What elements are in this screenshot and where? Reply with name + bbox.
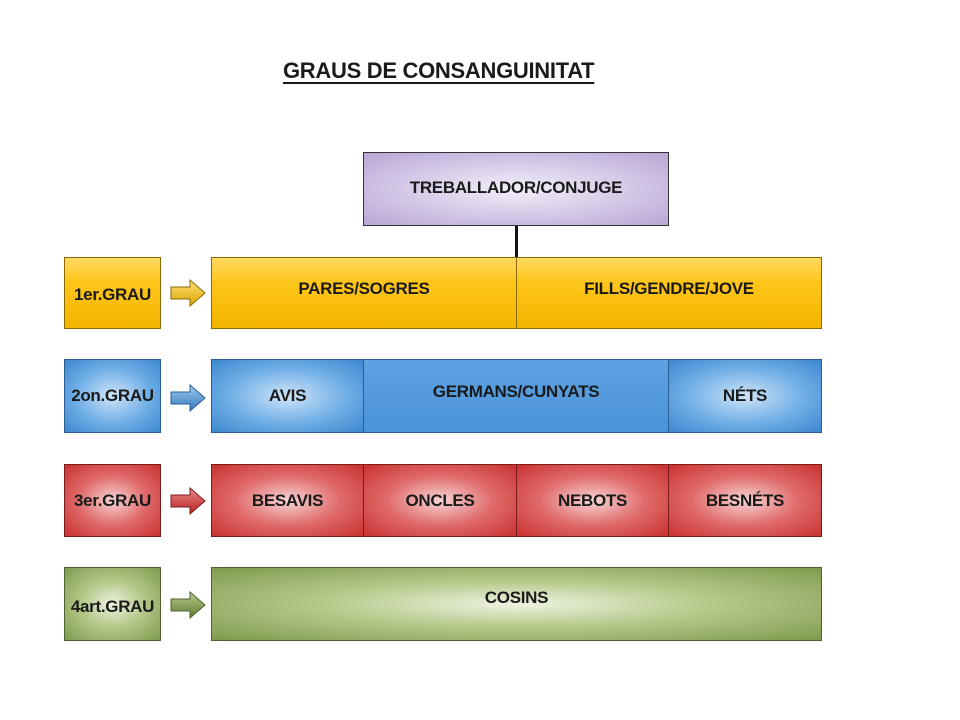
arrow-icon-4 xyxy=(170,591,206,619)
level3-item-besnets: BESNÉTS xyxy=(668,464,822,537)
grade-label-3: 3er.GRAU xyxy=(64,464,161,537)
grade-label-2: 2on.GRAU xyxy=(64,359,161,433)
arrow-icon-1 xyxy=(170,279,206,307)
grade-text-2: 2on.GRAU xyxy=(71,386,154,405)
item-label: BESNÉTS xyxy=(705,490,785,510)
root-box: TREBALLADOR/CONJUGE xyxy=(363,152,669,226)
level2-item-nets: NÉTS xyxy=(668,359,822,433)
level1-item-pares: PARES/SOGRES xyxy=(211,257,517,329)
item-label: GERMANS/CUNYATS xyxy=(432,382,600,401)
grade-label-1: 1er.GRAU xyxy=(64,257,161,329)
level1-item-fills: FILLS/GENDRE/JOVE xyxy=(516,257,822,329)
item-label: FILLS/GENDRE/JOVE xyxy=(584,279,754,298)
item-label: PARES/SOGRES xyxy=(298,279,430,298)
level3-item-nebots: NEBOTS xyxy=(516,464,669,537)
root-connector xyxy=(515,226,518,258)
level3-item-besavis: BESAVIS xyxy=(211,464,364,537)
item-label: ONCLES xyxy=(405,490,475,510)
grade-label-4: 4art.GRAU xyxy=(64,567,161,641)
arrow-icon-2 xyxy=(170,384,206,412)
diagram-title: GRAUS DE CONSANGUINITAT xyxy=(283,58,595,83)
arrow-icon-3 xyxy=(170,487,206,515)
level2-item-avis: AVIS xyxy=(211,359,364,433)
item-label: NEBOTS xyxy=(557,490,628,510)
grade-text-3: 3er.GRAU xyxy=(74,490,151,510)
item-label: BESAVIS xyxy=(251,490,324,510)
root-label: TREBALLADOR/CONJUGE xyxy=(409,178,623,197)
level3-item-oncles: ONCLES xyxy=(363,464,517,537)
level2-item-germans: GERMANS/CUNYATS xyxy=(363,359,669,433)
item-label: AVIS xyxy=(268,386,307,405)
level4-item-cosins: COSINS xyxy=(211,567,822,641)
item-label: COSINS xyxy=(484,588,549,607)
grade-text-4: 4art.GRAU xyxy=(70,597,155,616)
item-label: NÉTS xyxy=(722,386,768,405)
grade-text-1: 1er.GRAU xyxy=(74,285,151,304)
